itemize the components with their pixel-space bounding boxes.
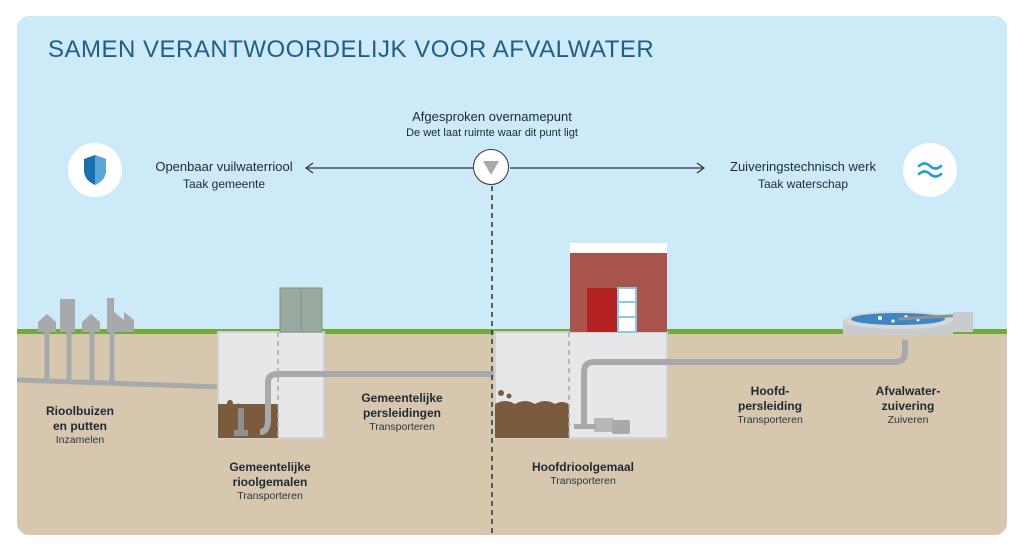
municipal-pumping-station xyxy=(217,287,506,439)
stage-subtitle: Zuiveren xyxy=(887,414,929,426)
stage-subtitle: Transporteren xyxy=(369,421,435,433)
sky-background xyxy=(17,16,1007,332)
stage-label-wastewater-treatment: Afvalwater- zuivering Zuiveren xyxy=(856,384,960,427)
responsibility-arrow xyxy=(304,162,706,174)
stage-title: persleiding xyxy=(737,399,802,413)
stage-subtitle: Transporteren xyxy=(237,490,303,502)
stage-subtitle: Inzamelen xyxy=(55,434,105,446)
stage-title: Afvalwater- xyxy=(875,384,941,398)
stage-label-sewer-pipes: Rioolbuizen en putten Inzamelen xyxy=(30,404,130,447)
municipality-subtitle: Taak gemeente xyxy=(182,176,266,191)
stage-label-municipal-pumping-stations: Gemeentelijke rioolgemalen Transporteren xyxy=(210,460,330,503)
municipality-label: Openbaar vuilwaterriool Taak gemeente xyxy=(126,158,322,192)
page-title: SAMEN VERANTWOORDELIJK VOOR AFVALWATER xyxy=(48,36,655,63)
stage-title: Rioolbuizen xyxy=(46,404,114,418)
handover-title: Afgesproken overnamepunt xyxy=(412,109,572,124)
handover-point-icon xyxy=(473,149,509,185)
town-silhouette xyxy=(38,298,134,332)
main-pumping-station xyxy=(494,243,908,439)
water-board-label: Zuiveringstechnisch werk Taak waterschap xyxy=(708,158,898,192)
stage-title: Gemeentelijke xyxy=(361,391,443,405)
municipality-title: Openbaar vuilwaterriool xyxy=(155,159,293,174)
stage-subtitle: Transporteren xyxy=(737,414,803,426)
stage-title: en putten xyxy=(53,419,107,433)
stage-title: Gemeentelijke xyxy=(229,460,311,474)
stage-title: Hoofd- xyxy=(750,384,790,398)
stage-title: zuivering xyxy=(881,399,935,413)
shield-icon xyxy=(68,143,122,197)
stage-title: Hoofdrioolgemaal xyxy=(531,460,634,474)
water-board-title: Zuiveringstechnisch werk xyxy=(730,159,876,174)
handover-label: Afgesproken overnamepunt De wet laat rui… xyxy=(372,108,612,140)
stage-label-municipal-pressure-pipes: Gemeentelijke persleidingen Transportere… xyxy=(342,391,462,434)
stage-subtitle: Transporteren xyxy=(550,475,616,487)
treatment-plant-tank xyxy=(843,311,973,335)
handover-subtitle: De wet laat ruimte waar dit punt ligt xyxy=(406,126,578,139)
water-board-subtitle: Taak waterschap xyxy=(757,176,849,191)
stage-title: rioolgemalen xyxy=(232,475,308,489)
stage-label-main-pumping-station: Hoofdrioolgemaal Transporteren xyxy=(518,460,648,488)
water-waves-icon xyxy=(903,143,957,197)
stage-title: persleidingen xyxy=(362,406,442,420)
stage-label-main-pressure-pipe: Hoofd- persleiding Transporteren xyxy=(720,384,820,427)
